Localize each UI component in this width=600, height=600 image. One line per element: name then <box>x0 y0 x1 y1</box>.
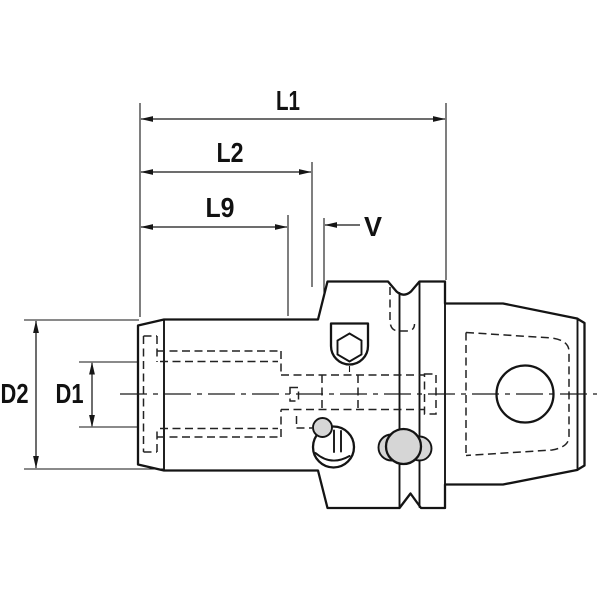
arrowhead <box>33 456 39 469</box>
arrowhead <box>299 169 312 175</box>
hex-socket <box>336 332 363 363</box>
arrowhead <box>140 169 153 175</box>
dimension-d2: D2 <box>1 320 39 469</box>
clamping-slot <box>311 417 356 469</box>
lock-ball <box>384 427 423 466</box>
hidden-bore-lines <box>142 287 570 457</box>
dimension-l1: L1 <box>140 85 446 122</box>
hex-socket-screw <box>329 322 370 372</box>
extension-lines <box>24 103 447 470</box>
coolant-hole <box>495 364 555 424</box>
dimension-l9: L9 <box>140 192 288 230</box>
dimension-label-l1: L1 <box>276 85 300 116</box>
dimension-l2: L2 <box>140 137 312 175</box>
dimension-d1: D1 <box>56 362 95 428</box>
arrowhead <box>140 116 153 122</box>
tool-silhouette <box>136 280 586 510</box>
dimension-label-l9: L9 <box>206 192 235 223</box>
slot-depth-arc <box>314 452 351 462</box>
dimension-label-v: V <box>364 211 382 242</box>
dimension-label-l2: L2 <box>217 137 244 168</box>
slot-outer-circle <box>311 425 356 469</box>
arrowhead <box>324 222 337 228</box>
arrowhead <box>433 116 446 122</box>
slot-small-circle <box>312 417 333 438</box>
dimension-v: V <box>324 211 382 242</box>
arrowhead <box>89 415 95 428</box>
arrowhead <box>89 362 95 375</box>
ball-lock-detail <box>377 427 433 466</box>
dimension-label-d1: D1 <box>56 378 84 409</box>
arrowhead <box>140 224 153 230</box>
tool-body <box>136 280 586 510</box>
screw-counterbore <box>329 322 370 366</box>
arrowhead <box>275 224 288 230</box>
dimension-label-d2: D2 <box>1 378 29 409</box>
arrowhead <box>33 320 39 333</box>
